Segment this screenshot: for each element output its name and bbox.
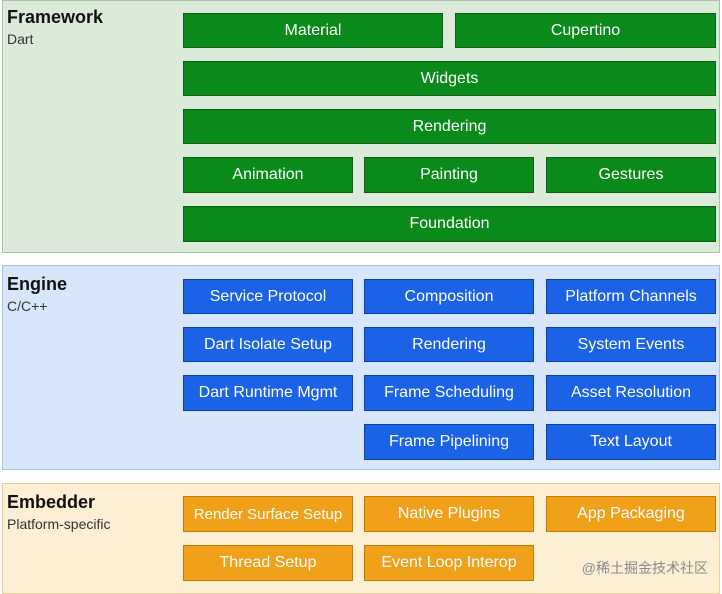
framework-box-gestures: Gestures — [546, 157, 716, 193]
engine-box-dart-isolate-setup: Dart Isolate Setup — [183, 327, 353, 362]
engine-box-rendering: Rendering — [364, 327, 534, 362]
framework-box-widgets: Widgets — [183, 61, 716, 96]
engine-box-dart-runtime-mgmt: Dart Runtime Mgmt — [183, 375, 353, 411]
engine-box-frame-pipelining: Frame Pipelining — [364, 424, 534, 460]
engine-box-service-protocol: Service Protocol — [183, 279, 353, 314]
framework-box-cupertino: Cupertino — [455, 13, 716, 48]
engine-box-composition: Composition — [364, 279, 534, 314]
engine-box-text-layout: Text Layout — [546, 424, 716, 460]
framework-box-painting: Painting — [364, 157, 534, 193]
framework-subtitle: Dart — [7, 31, 34, 47]
engine-subtitle: C/C++ — [7, 298, 48, 314]
engine-box-asset-resolution: Asset Resolution — [546, 375, 716, 411]
embedder-box-render-surface-setup: Render Surface Setup — [183, 496, 353, 532]
engine-box-frame-scheduling: Frame Scheduling — [364, 375, 534, 411]
watermark-text: @稀土掘金技术社区 — [581, 560, 708, 576]
framework-box-material: Material — [183, 13, 443, 48]
embedder-box-event-loop-interop: Event Loop Interop — [364, 545, 534, 581]
framework-box-animation: Animation — [183, 157, 353, 193]
embedder-box-app-packaging: App Packaging — [546, 496, 716, 532]
embedder-box-thread-setup: Thread Setup — [183, 545, 353, 581]
engine-box-platform-channels: Platform Channels — [546, 279, 716, 314]
engine-box-system-events: System Events — [546, 327, 716, 362]
framework-title: Framework — [7, 7, 104, 27]
framework-box-foundation: Foundation — [183, 206, 716, 242]
embedder-title: Embedder — [7, 492, 96, 512]
framework-box-rendering: Rendering — [183, 109, 716, 144]
engine-title: Engine — [7, 274, 68, 294]
embedder-box-native-plugins: Native Plugins — [364, 496, 534, 532]
embedder-subtitle: Platform-specific — [7, 516, 111, 532]
